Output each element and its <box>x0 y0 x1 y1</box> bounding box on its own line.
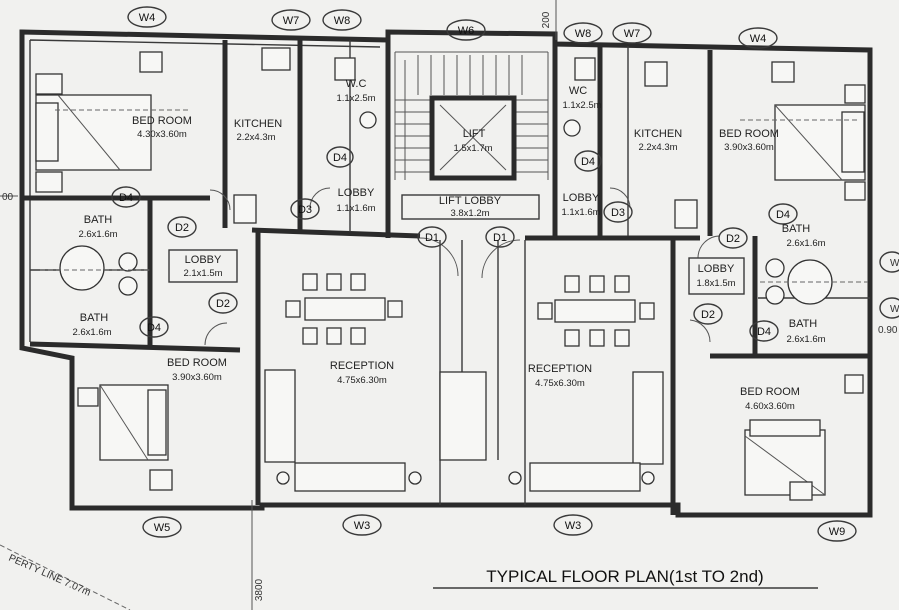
tag-d3-left-text: D3 <box>298 204 312 216</box>
tag-d2-right-top-text: D2 <box>726 233 740 245</box>
lobby-right-box <box>688 257 745 295</box>
tag-d1-right-text: D1 <box>493 232 507 244</box>
room-bed-bl-dim: 3.90x3.60m <box>172 372 222 383</box>
room-lobby-sl-name: LOBBY <box>338 187 375 199</box>
tag-w4-right-text: W4 <box>750 33 767 45</box>
tag-d4-left-top-text: D4 <box>119 192 133 204</box>
dining-table-left <box>285 273 403 345</box>
room-reception-l-dim: 4.75x6.30m <box>337 375 387 386</box>
lobby-left-box <box>168 249 238 283</box>
tag-d4-right-bottom-text: D4 <box>757 326 771 338</box>
tag-d4-wc-left-text: D4 <box>333 152 347 164</box>
left-dimension: 00 <box>2 192 14 203</box>
tag-d3-right-text: D3 <box>611 207 625 219</box>
room-bed-tl-name: BED ROOM <box>132 115 192 127</box>
room-lift-name: LIFT <box>463 128 486 140</box>
room-bed-bl-name: BED ROOM <box>167 357 227 369</box>
room-lift-dim: 1.5x1.7m <box>453 143 492 154</box>
bed-top-right <box>771 61 866 201</box>
right-tag-lower: W <box>890 304 899 315</box>
tag-d4-wc-right-text: D4 <box>581 156 595 168</box>
room-bath-r2-name: BATH <box>789 318 818 330</box>
room-bed-tr-dim: 3.90x3.60m <box>724 142 774 153</box>
room-kitchen-l-name: KITCHEN <box>234 118 282 130</box>
tag-d4-left-bottom-text: D4 <box>147 322 161 334</box>
room-lift-lobby-dim: 3.8x1.2m <box>450 208 489 219</box>
tag-w3-right-text: W3 <box>565 520 582 532</box>
room-wc-l-dim: 1.1x2.5m <box>336 93 375 104</box>
stair-core <box>394 51 549 220</box>
tag-d4-right-top-text: D4 <box>776 209 790 221</box>
room-lobby-l-dim: 2.1x1.5m <box>183 268 222 279</box>
right-tag-upper: W <box>890 258 899 269</box>
right-dimension: 0.90 <box>878 325 898 336</box>
room-reception-r-name: RECEPTION <box>528 363 592 375</box>
room-kitchen-r-dim: 2.2x4.3m <box>638 142 677 153</box>
tag-w7-right-text: W7 <box>624 28 641 40</box>
tag-d2-left-bottom-text: D2 <box>216 298 230 310</box>
room-lobby-l-name: LOBBY <box>185 254 222 266</box>
bed-top-left <box>35 51 163 193</box>
room-labels: BED ROOM 4.30x3.60m KITCHEN 2.2x4.3m W.C… <box>72 78 825 412</box>
drawing-title: TYPICAL FLOOR PLAN(1st TO 2nd) <box>486 567 763 586</box>
room-bath-r1-dim: 2.6x1.6m <box>786 238 825 249</box>
dining-table-right <box>537 275 655 347</box>
fixtures <box>40 47 868 305</box>
tag-w4-left-text: W4 <box>139 12 156 24</box>
room-lobby-r-name: LOBBY <box>698 263 735 275</box>
tag-w9-text: W9 <box>829 526 846 538</box>
bed-bottom-right <box>744 374 864 501</box>
tag-w8-right-text: W8 <box>575 28 592 40</box>
tag-d2-right-bottom-text: D2 <box>701 309 715 321</box>
room-lobby-sr-name: LOBBY <box>563 192 600 204</box>
room-bath-l2-dim: 2.6x1.6m <box>72 327 111 338</box>
room-wc-r-name: WC <box>569 85 587 97</box>
tag-w8-left-text: W8 <box>334 15 351 27</box>
tag-w5-text: W5 <box>154 522 171 534</box>
room-bed-tr-name: BED ROOM <box>719 128 779 140</box>
tag-d1-left-text: D1 <box>425 232 439 244</box>
room-bath-l1-dim: 2.6x1.6m <box>78 229 117 240</box>
tag-w4-left <box>127 6 167 28</box>
room-bed-br-name: BED ROOM <box>740 386 800 398</box>
room-lobby-r-dim: 1.8x1.5m <box>696 278 735 289</box>
tag-w6-text: W6 <box>458 25 475 37</box>
tag-w3-left-text: W3 <box>354 520 371 532</box>
room-bath-r2-dim: 2.6x1.6m <box>786 334 825 345</box>
room-wc-l-name: W.C <box>346 78 367 90</box>
bed-bottom-left <box>77 384 173 491</box>
property-line-label: PERTY LINE 7.07m <box>7 553 92 599</box>
room-lift-lobby-name: LIFT LOBBY <box>439 195 502 207</box>
tag-d2-left-top-text: D2 <box>175 222 189 234</box>
outer-walls <box>19 29 873 518</box>
room-bed-br-dim: 4.60x3.60m <box>745 401 795 412</box>
top-dimension: 200 <box>541 11 552 28</box>
room-kitchen-l-dim: 2.2x4.3m <box>236 132 275 143</box>
room-lobby-sr-dim: 1.1x1.6m <box>561 207 600 218</box>
door-swings <box>204 187 721 346</box>
room-bath-r1-name: BATH <box>782 223 811 235</box>
room-wc-r-dim: 1.1x2.5m <box>562 100 601 111</box>
sofas <box>264 369 664 492</box>
room-bath-l1-name: BATH <box>84 214 113 226</box>
room-bath-l2-name: BATH <box>80 312 109 324</box>
tag-w7-left-text: W7 <box>283 15 300 27</box>
room-reception-l-name: RECEPTION <box>330 360 394 372</box>
room-kitchen-r-name: KITCHEN <box>634 128 682 140</box>
room-reception-r-dim: 4.75x6.30m <box>535 378 585 389</box>
window-door-tags: W4 W7 W8 W6 W8 W7 W4 W5 W3 W3 W9 D4 D2 D… <box>111 6 857 542</box>
bottom-dimension: 3800 <box>254 578 265 601</box>
room-bed-tl-dim: 4.30x3.60m <box>137 129 187 140</box>
room-lobby-sl-dim: 1.1x1.6m <box>336 203 375 214</box>
